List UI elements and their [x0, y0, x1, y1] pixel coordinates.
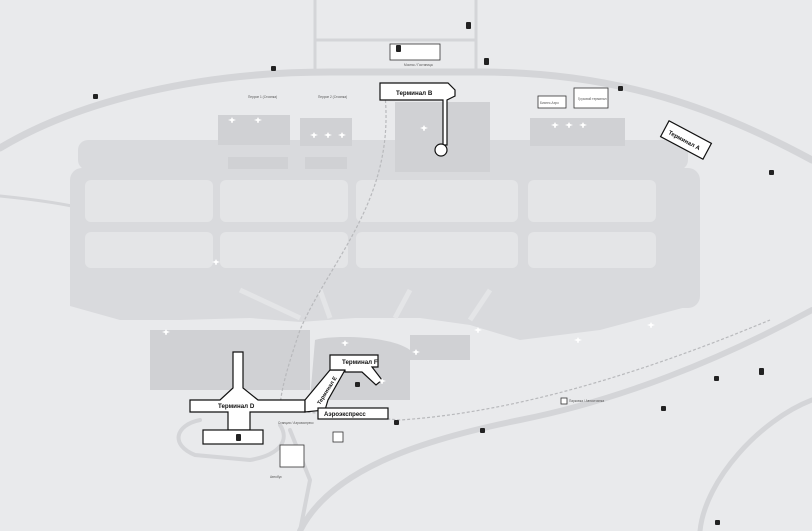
station-label: Станция / Аэроэкспресс: [278, 421, 314, 425]
platform-left-label: Перрон 1 (Стоянка): [248, 95, 277, 99]
bus-icon: [759, 368, 764, 375]
plane-icon: [341, 340, 349, 346]
apron-south-right: [410, 335, 470, 360]
stand-row-left: [228, 157, 288, 169]
terminal-d-label: Терминал D: [218, 403, 255, 410]
south-building-3: [560, 397, 568, 405]
aeroexpress-station[interactable]: [317, 407, 389, 420]
terminal-d-annex[interactable]: [202, 429, 264, 445]
terminal-b-label: Терминал B: [396, 90, 433, 97]
south-building-2: [332, 431, 344, 443]
rail-line: [279, 94, 771, 421]
runway-block-2: [220, 180, 348, 222]
parking-right-label: Парковка / Автостоянка: [569, 399, 604, 403]
business-label: Бизнес-Аэро: [540, 101, 559, 105]
bus-icon: [271, 66, 276, 71]
terminal-f-label: Терминал F: [342, 359, 378, 366]
cargo-label: Грузовой терминал: [578, 97, 607, 101]
plane-icon: [474, 327, 482, 333]
apron-north-mid: [300, 118, 352, 146]
south-loop: [176, 418, 286, 462]
plane-icon: [647, 322, 655, 328]
cargo-building: [573, 87, 609, 109]
bus-icon: [618, 86, 623, 91]
bus-icon: [661, 406, 666, 411]
runway-block-4: [528, 180, 656, 222]
apron-north-right: [530, 118, 625, 146]
runway-block-7: [356, 232, 518, 268]
plane-icon: [565, 122, 573, 128]
apron-north-left: [218, 115, 290, 145]
runway-block-5: [85, 232, 213, 268]
terminal-f-building[interactable]: [329, 354, 383, 386]
bus-icon: [466, 22, 471, 29]
plane-icon: [574, 337, 582, 343]
bus-icon: [714, 376, 719, 381]
transport-markers: [93, 22, 774, 525]
south-taxi-fan: [70, 278, 690, 340]
bus-icon: [236, 434, 241, 441]
terminal-b-pier-end[interactable]: [434, 143, 448, 157]
plane-icon: [412, 349, 420, 355]
plane-icon: [212, 259, 220, 265]
north-hotel-building: [389, 43, 441, 61]
east-road: [697, 397, 812, 531]
apron-south-left: [150, 330, 190, 390]
apron-south-d: [190, 330, 310, 390]
north-road: [313, 0, 478, 74]
aeroexpress-label: Аэроэкспресс: [324, 412, 366, 418]
bus-icon: [93, 94, 98, 99]
bus-icon: [480, 428, 485, 433]
bus-label: Автобус: [270, 475, 282, 479]
plane-icons: [162, 117, 655, 384]
runway-block-6: [220, 232, 348, 268]
plane-icon: [310, 132, 318, 138]
bus-icon: [715, 520, 720, 525]
plane-icon: [551, 122, 559, 128]
plane-icon: [324, 132, 332, 138]
plane-icon: [579, 122, 587, 128]
platform-right-label: Перрон 2 (Стоянка): [318, 95, 347, 99]
plane-icon: [378, 378, 386, 384]
bus-icon: [355, 382, 360, 387]
business-building: [537, 95, 567, 109]
stand-row-mid: [305, 157, 347, 169]
runway-block-3: [356, 180, 518, 222]
plane-icon: [254, 117, 262, 123]
south-building-1: [279, 444, 305, 468]
plane-icon: [162, 329, 170, 335]
fan-lines: [238, 287, 493, 322]
bus-icon: [484, 58, 489, 65]
ring-road-south: [297, 307, 812, 531]
runway-block-8: [528, 232, 656, 268]
plane-icon: [338, 132, 346, 138]
terminal-b-building[interactable]: [379, 82, 456, 146]
bus-icon: [396, 45, 401, 52]
runway-block-1: [85, 180, 213, 222]
bus-icon: [769, 170, 774, 175]
plane-icon: [228, 117, 236, 123]
hotel-north-label: Мостик / Гостиница: [404, 63, 433, 67]
bus-icon: [394, 420, 399, 425]
plane-icon: [420, 125, 428, 131]
ring-road: [0, 68, 812, 164]
